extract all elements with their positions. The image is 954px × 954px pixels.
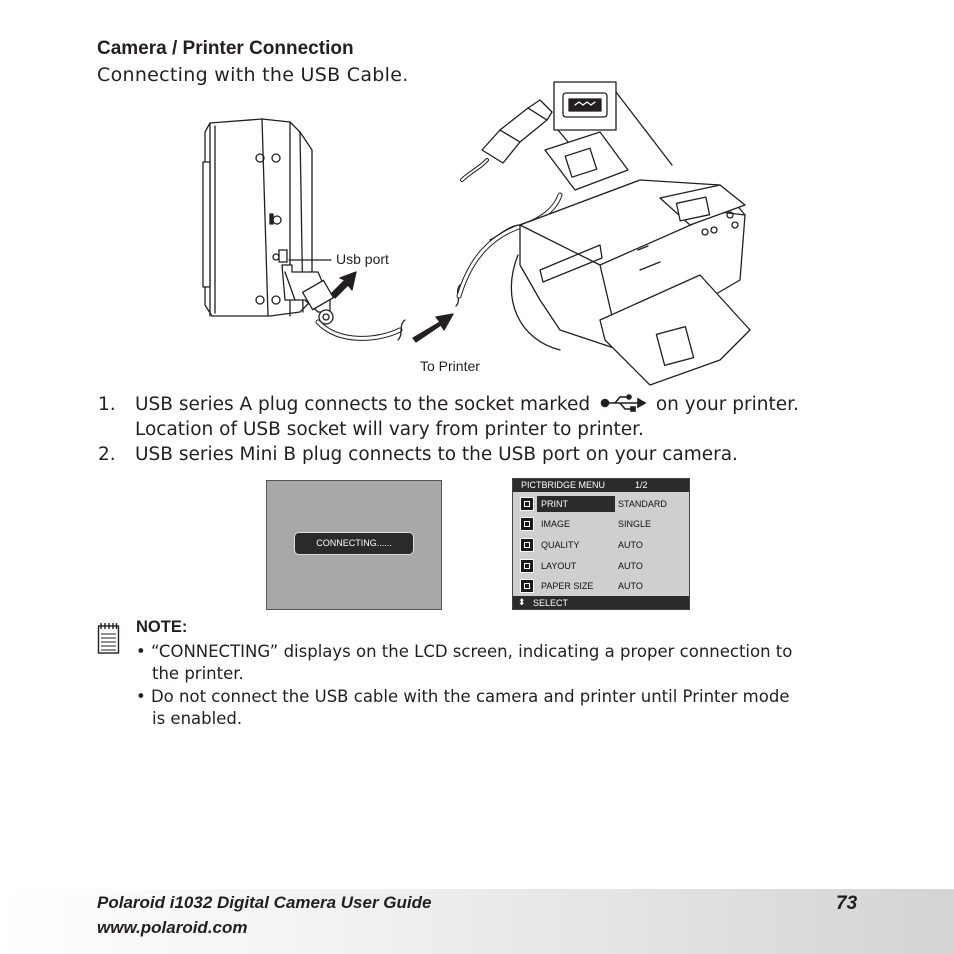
step-2: 2. USB series Mini B plug connects to th… (0, 442, 954, 467)
step-1-line-2: Location of USB socket will vary from pr… (135, 419, 644, 440)
usb-symbol-icon (600, 394, 646, 412)
note-bullet-2-line-2: is enabled. (152, 709, 243, 728)
image-icon (520, 517, 534, 531)
footer-bar (0, 889, 954, 954)
layout-icon (520, 559, 534, 573)
lcd-connecting-screen: CONNECTING...... (266, 480, 442, 610)
printer-icon (489, 131, 751, 386)
menu-row-value: AUTO (618, 540, 643, 550)
step-number: 1. (98, 394, 116, 415)
paper-size-icon (520, 579, 534, 593)
mini-b-plug-icon (281, 264, 335, 325)
menu-row-print[interactable]: PRINT STANDARD (513, 495, 689, 513)
menu-row-value: SINGLE (618, 519, 652, 529)
navigate-arrows-icon: ⬍ (518, 597, 526, 607)
notepad-icon (97, 623, 120, 654)
menu-row-label: LAYOUT (541, 561, 577, 571)
note-title: NOTE: (136, 618, 188, 636)
usb-port-label: Usb port (336, 251, 389, 267)
menu-row-label: PRINT (541, 499, 568, 509)
menu-title: PICTBRIDGE MENU (521, 480, 606, 490)
menu-page-indicator: 1/2 (635, 480, 648, 490)
step-1: 1. USB series A plug connects to the soc… (0, 392, 954, 417)
note-bullet-1-line-2: the printer. (152, 664, 244, 683)
step-text: USB series Mini B plug connects to the U… (135, 444, 738, 465)
menu-footer-label: SELECT (533, 598, 569, 608)
step-number: 2. (98, 444, 116, 465)
camera-printer-connection-illustration (202, 81, 751, 386)
menu-row-label: QUALITY (541, 540, 580, 550)
menu-row-image[interactable]: IMAGE SINGLE (513, 515, 689, 533)
subheading: Connecting with the USB Cable. (97, 64, 409, 86)
note-bullet-1-line-1: • “CONNECTING” displays on the LCD scree… (136, 642, 793, 661)
menu-row-layout[interactable]: LAYOUT AUTO (513, 557, 689, 575)
to-printer-label: To Printer (420, 358, 480, 374)
usb-a-plug-icon (460, 99, 553, 182)
page-number: 73 (836, 893, 858, 914)
menu-footer: ⬍ SELECT (513, 596, 689, 609)
footer-url: www.polaroid.com (97, 918, 248, 937)
note-bullet-2-line-1: • Do not connect the USB cable with the … (136, 687, 790, 706)
menu-row-paper-size[interactable]: PAPER SIZE AUTO (513, 577, 689, 595)
print-icon (520, 497, 534, 511)
step-text-after: on your printer. (649, 394, 799, 415)
menu-row-label: PAPER SIZE (541, 581, 594, 591)
menu-row-quality[interactable]: QUALITY AUTO (513, 536, 689, 554)
connecting-message: CONNECTING...... (294, 532, 414, 555)
section-heading: Camera / Printer Connection (97, 38, 354, 59)
menu-row-value: STANDARD (618, 499, 667, 509)
quality-icon (520, 538, 534, 552)
step-text: USB series A plug connects to the socket… (135, 392, 799, 417)
menu-header: PICTBRIDGE MENU 1/2 (513, 479, 689, 492)
menu-row-value: AUTO (618, 561, 643, 571)
footer-title: Polaroid i1032 Digital Camera User Guide (97, 893, 432, 912)
menu-row-value: AUTO (618, 581, 643, 591)
step-text-before: USB series A plug connects to the socket… (135, 394, 596, 415)
pictbridge-menu-screen: PICTBRIDGE MENU 1/2 PRINT STANDARD IMAGE… (512, 478, 690, 610)
menu-row-label: IMAGE (541, 519, 571, 529)
